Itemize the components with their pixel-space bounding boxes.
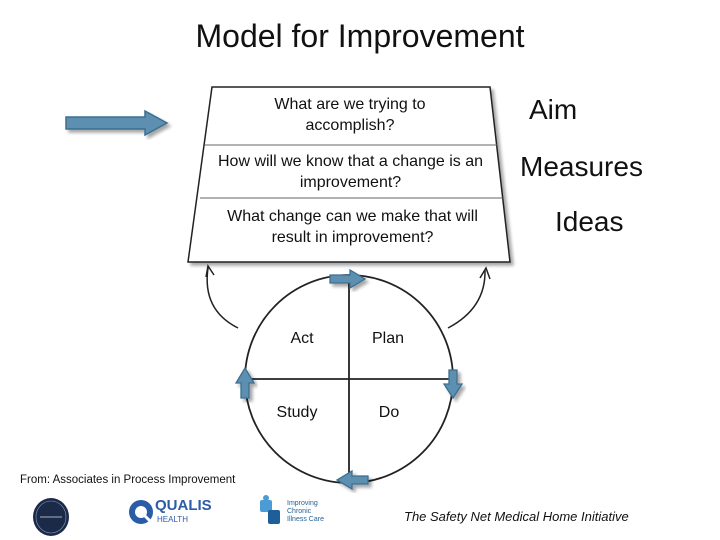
cycle-arrow-bottom: [335, 469, 369, 491]
svg-text:Chronic: Chronic: [287, 508, 312, 515]
pdsa-do: Do: [378, 404, 400, 421]
label-ideas: Ideas: [555, 206, 624, 237]
svg-text:Improving: Improving: [287, 500, 318, 507]
question-ideas: What change can we make that will result…: [227, 208, 478, 246]
question-funnel: [187, 86, 511, 263]
pdsa-plan: Plan: [371, 330, 405, 347]
commonwealth-fund-seal-logo: [33, 498, 69, 536]
qualis-health-logo: QUALIS HEALTH: [129, 497, 212, 525]
source-credit: From: Associates in Process Improvement: [20, 474, 236, 486]
initiative-name: The Safety Net Medical Home Initiative: [404, 509, 629, 524]
pdsa-study: Study: [276, 404, 318, 421]
cycle-arrow-left: [234, 366, 256, 399]
svg-text:Illness Care: Illness Care: [287, 516, 324, 523]
page-title: Model for Improvement: [195, 18, 525, 54]
connector-right-arrow: [447, 269, 486, 329]
label-measures: Measures: [520, 151, 643, 182]
question-aim: What are we trying to accomplish?: [274, 96, 426, 134]
pointer-arrow: [65, 109, 169, 137]
connector-left-arrow: [206, 267, 239, 329]
cycle-arrow-right: [442, 369, 464, 400]
question-measures: How will we know that a change is an imp…: [217, 153, 484, 191]
pdsa-act: Act: [290, 330, 314, 347]
svg-text:QUALIS: QUALIS: [155, 497, 212, 514]
improving-chronic-illness-care-logo: Improving Chronic Illness Care: [260, 495, 324, 524]
svg-text:HEALTH: HEALTH: [157, 515, 188, 524]
cycle-arrow-top: [329, 268, 367, 290]
label-aim: Aim: [529, 94, 578, 125]
